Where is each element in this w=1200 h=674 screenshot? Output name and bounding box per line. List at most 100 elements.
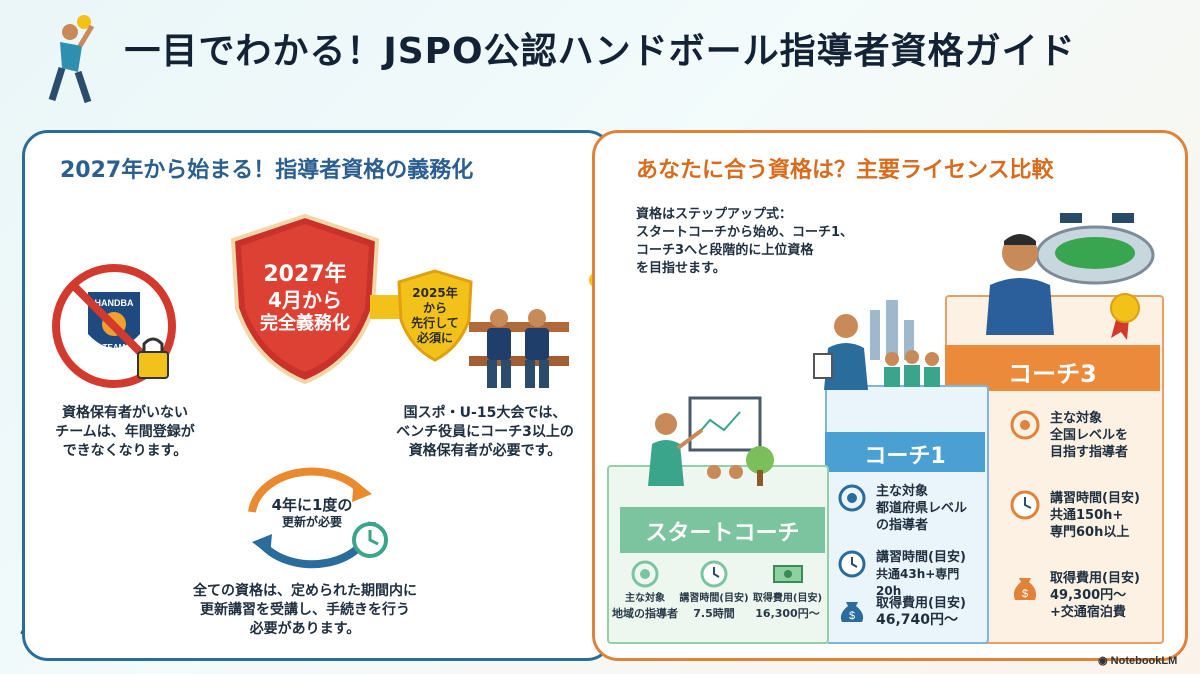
start-fee-value: 16,300円〜 — [755, 607, 820, 620]
coach3-hours-label: 講習時間(目安) — [1050, 491, 1140, 506]
notebooklm-watermark: ◉ NotebookLM — [1098, 654, 1177, 667]
coach1-target-line-2: の指導者 — [876, 518, 929, 533]
start-hours-label: 講習時間(目安) — [679, 593, 749, 604]
coach1-target: 主な対象 都道府県レベル の指導者 — [876, 483, 981, 534]
intro-line-3: コーチ3へと段階的に上位資格 — [636, 243, 814, 258]
coach1-target-icon — [838, 484, 866, 512]
coach1-illustration — [813, 300, 914, 390]
coach3-fee-label: 取得費用(目安) — [1050, 571, 1140, 586]
coach3-target-icon — [1010, 410, 1040, 440]
shield-year: 2027年 — [263, 262, 347, 287]
start-fee: 取得費用(目安) 16,300円〜 — [750, 560, 825, 622]
advance-badge — [397, 269, 473, 362]
left-heading: 2027年から始まる！指導者資格の義務化 — [60, 158, 474, 183]
start-band — [620, 507, 825, 553]
coach1-hours-label: 講習時間(目安) — [876, 550, 966, 565]
left-panel — [22, 130, 613, 661]
svg-text:$: $ — [1022, 588, 1028, 600]
coach1-hours: 講習時間(目安) 共通43h+専門20h — [876, 549, 984, 600]
kokusupo-line-3: 資格保有者が必要です。 — [408, 443, 562, 459]
bench-coaches-illustration — [469, 309, 569, 388]
badge-advance: 先行して — [411, 316, 459, 330]
kokusupo-text: 国スポ・U-15大会では、 ベンチ役員にコーチ3以上の 資格保有者が必要です。 — [375, 404, 595, 461]
badge-year: 2025年 — [412, 286, 458, 300]
target-icon — [631, 560, 659, 588]
renewal-line-3: 必要があります。 — [249, 621, 361, 637]
no-coach-line-3: できなくなります。 — [62, 443, 188, 459]
coach1-step — [825, 385, 989, 644]
coach1-fee-value: 46,740円〜 — [876, 612, 959, 628]
coach1-fee-label: 取得費用(目安) — [876, 596, 966, 611]
kokusupo-line-2: ベンチ役員にコーチ3以上の — [396, 424, 574, 440]
no-coach-text: 資格保有者がいない チームは、年間登録が できなくなります。 — [40, 404, 210, 461]
crowd-illustration — [884, 350, 940, 387]
badge-from: から — [422, 301, 447, 315]
player-illustration-topleft — [48, 15, 95, 104]
mandatory-shield — [230, 213, 380, 385]
start-label: スタートコーチ — [645, 521, 800, 546]
renewal-label: 4年に1度の 更新が必要 — [262, 496, 362, 530]
coach3-label: コーチ3 — [1008, 360, 1097, 388]
renewal-text: 全ての資格は、定められた期間内に 更新講習を受講し、手続きを行う 必要があります… — [175, 582, 435, 639]
coach1-hours-value: 共通43h+専門20h — [876, 567, 960, 598]
coach3-target-label: 主な対象 — [1050, 411, 1103, 426]
coach1-target-line-1: 都道府県レベル — [876, 501, 968, 516]
intro-line-4: を目指せます。 — [636, 261, 726, 276]
coach3-fee-line-2: +交通宿泊費 — [1050, 605, 1126, 620]
clock-icon — [700, 560, 728, 588]
medal-icon — [1110, 293, 1140, 340]
start-hours-value: 7.5時間 — [693, 607, 735, 620]
coach3-hours: 講習時間(目安) 共通150h+ 専門60h以上 — [1050, 490, 1160, 541]
start-fee-label: 取得費用(目安) — [752, 593, 823, 604]
renewal-cycle: 4年に1度の — [271, 496, 353, 514]
renewal-cycle-icon — [248, 467, 388, 569]
advance-badge-text: 2025年 から 先行して 必須に — [395, 286, 475, 346]
no-coach-line-2: チームは、年間登録が — [55, 424, 195, 440]
shield-mandatory: 完全義務化 — [260, 313, 350, 334]
coach1-band — [825, 432, 985, 472]
start-target-label: 主な対象 — [625, 593, 665, 604]
start-step — [607, 465, 829, 644]
start-coach-illustration — [648, 396, 774, 486]
coach3-clock-icon — [1010, 490, 1040, 520]
coach3-hours-line-1: 共通150h+ — [1050, 508, 1124, 523]
renewal-line-1: 全ての資格は、定められた期間内に — [193, 583, 417, 599]
coach3-target: 主な対象 全国レベルを 目指す指導者 — [1050, 410, 1155, 461]
coach3-fee: 取得費用(目安) 49,300円〜 +交通宿泊費 — [1050, 570, 1160, 621]
renewal-required: 更新が必要 — [281, 515, 342, 529]
notebooklm-icon: ◉ — [1098, 655, 1111, 667]
intro-line-2: スタートコーチから始め、コーチ1、 — [636, 225, 854, 240]
right-heading: あなたに合う資格は？主要ライセンス比較 — [636, 158, 1054, 183]
coach3-fee-line-1: 49,300円〜 — [1050, 588, 1127, 603]
start-hours: 講習時間(目安) 7.5時間 — [678, 560, 750, 622]
stadium-illustration — [1035, 213, 1155, 285]
coach3-target-line-2: 目指す指導者 — [1050, 445, 1129, 460]
no-team-icon: HANDBA TEAM — [52, 264, 176, 388]
coach3-person-illustration — [986, 234, 1054, 335]
coach3-band — [945, 345, 1160, 391]
coach1-target-label: 主な対象 — [876, 484, 929, 499]
notebooklm-label: NotebookLM — [1110, 655, 1178, 667]
coach1-clock-icon — [838, 550, 866, 578]
intro-line-1: 資格はステップアップ式： — [636, 207, 793, 222]
shield-text: 2027年 4月から 完全義務化 — [225, 262, 385, 336]
badge-required: 必須に — [416, 331, 453, 345]
team-badge-bottom: TEAM — [103, 343, 126, 352]
coach3-target-line-1: 全国レベルを — [1050, 428, 1129, 443]
svg-text:$: $ — [849, 610, 855, 622]
kokusupo-line-1: 国スポ・U-15大会では、 — [403, 405, 567, 421]
team-badge-top: HANDBA — [95, 298, 134, 308]
coach3-hours-line-2: 専門60h以上 — [1050, 525, 1130, 540]
money-icon — [772, 565, 803, 583]
coach1-fee: 取得費用(目安) 46,740円〜 — [876, 595, 984, 629]
start-target-value: 地域の指導者 — [612, 607, 678, 620]
start-target: 主な対象 地域の指導者 — [610, 560, 680, 622]
coach3-money-bag-icon: $ — [1013, 578, 1037, 600]
coach1-label: コーチ1 — [864, 444, 946, 469]
page-title: 一目でわかる！JSPO公認ハンドボール指導者資格ガイド — [124, 31, 1076, 72]
stepup-intro: 資格はステップアップ式： スタートコーチから始め、コーチ1、 コーチ3へと段階的… — [636, 206, 866, 278]
no-coach-line-1: 資格保有者がいない — [62, 405, 188, 421]
renewal-line-2: 更新講習を受講し、手続きを行う — [200, 602, 410, 618]
shield-month: 4月から — [268, 288, 342, 312]
coach1-money-bag-icon: $ — [840, 602, 864, 622]
